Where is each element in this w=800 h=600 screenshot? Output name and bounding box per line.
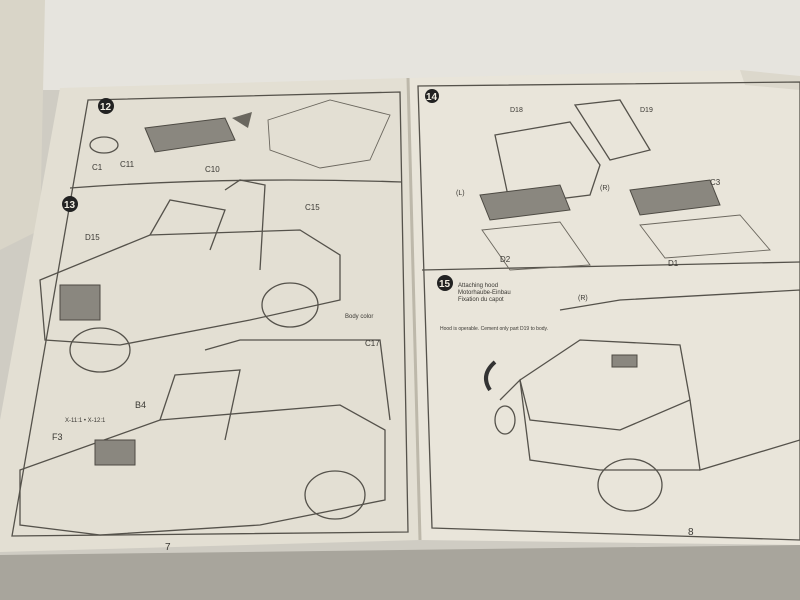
step-badge: [62, 196, 78, 212]
part-label: C1: [92, 163, 103, 172]
page-number: 8: [688, 527, 694, 538]
grille-left-part: [479, 184, 571, 221]
step-badge: [425, 89, 439, 103]
part-label: C11: [120, 160, 135, 169]
step-badge: [98, 98, 114, 114]
right-frame: [417, 81, 800, 541]
part-label: B4: [135, 400, 146, 410]
step-number: 13: [64, 200, 76, 211]
part-label: C17: [365, 339, 380, 348]
shadow: [0, 545, 800, 600]
part-label: D18: [510, 107, 523, 114]
step-divider: [69, 179, 403, 189]
part-label: D2: [500, 255, 511, 264]
side-label: (L): [456, 190, 465, 197]
part-label: F3: [52, 432, 63, 442]
jeep-drawing-upper: [39, 179, 341, 373]
hood-inner-part: [573, 99, 652, 161]
note-text: Body color: [345, 314, 373, 320]
part-label: D19: [640, 107, 653, 114]
part-label: C15: [305, 203, 320, 212]
left-page: [0, 78, 420, 552]
side-label: (R): [578, 295, 588, 302]
page-number: 7: [165, 542, 171, 553]
step-number: 14: [426, 92, 438, 103]
part-label: D15: [85, 233, 100, 242]
binder-edge: [0, 0, 45, 250]
step-divider: [421, 261, 800, 271]
grille-right-part: [629, 179, 721, 216]
steering-wheel: [89, 136, 119, 154]
body-tub: [267, 99, 391, 169]
jeep-drawing-hood: [484, 289, 800, 512]
note-text: X-11:1 • X-12:1: [65, 418, 106, 424]
part-label: C10: [205, 165, 220, 174]
right-page: [408, 70, 800, 545]
step-title: Fixation du capot: [458, 297, 504, 303]
next-page-edge: [740, 70, 800, 90]
spine-fold: [406, 77, 422, 541]
arrow: [232, 112, 252, 128]
part-label: D1: [668, 259, 679, 268]
side-label: (R): [600, 185, 610, 192]
step-title: Motorhaube-Einbau: [458, 290, 511, 296]
left-frame: [11, 91, 409, 537]
part-label: C3: [710, 178, 721, 187]
dashboard-part: [144, 117, 236, 153]
step-number: 15: [439, 279, 451, 290]
note-text: Hood is operable. Cement only part D19 t…: [440, 326, 548, 332]
step-title: Attaching hood: [458, 283, 498, 289]
step-badge: [437, 275, 453, 291]
step-number: 12: [100, 102, 112, 113]
fender-left-part: [481, 221, 591, 271]
jeep-drawing-lower: [19, 339, 391, 536]
fender-right-part: [639, 214, 771, 259]
